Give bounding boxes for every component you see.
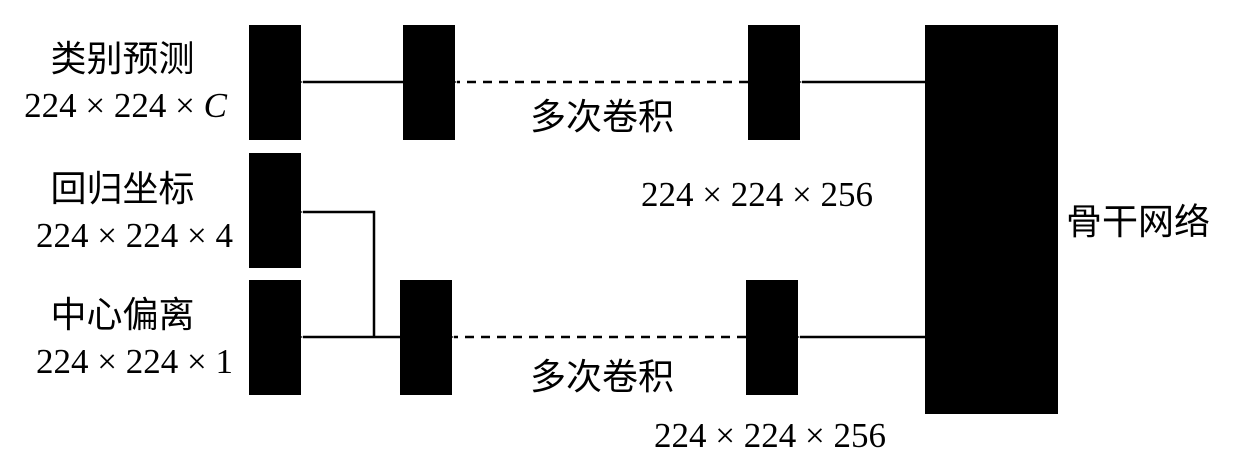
top-branch-conv-block	[403, 25, 455, 140]
regression-output-dims: 224 × 224 × 4	[36, 216, 233, 255]
bottom-branch-feature-block	[746, 280, 798, 395]
top-branch-conv-label: 多次卷积	[530, 97, 675, 138]
center-output-dims: 224 × 224 × 1	[36, 342, 233, 381]
class-output-block	[249, 25, 301, 140]
class-count-symbol: C	[203, 86, 227, 125]
top-branch-feature-dims: 224 × 224 × 256	[641, 175, 873, 214]
bottom-branch-conv-label: 多次卷积	[530, 357, 675, 398]
center-output-title: 中心偏离	[50, 295, 195, 336]
top-branch-feature-block	[748, 25, 800, 140]
class-output-dims-value: 224 × 224 ×	[24, 86, 204, 125]
bottom-branch-conv-block	[400, 280, 452, 395]
regression-output-title: 回归坐标	[50, 169, 195, 210]
bottom-branch-feature-dims: 224 × 224 × 256	[654, 416, 886, 455]
backbone-label: 骨干网络	[1066, 202, 1211, 243]
class-output-title: 类别预测	[50, 39, 195, 80]
center-output-block	[249, 280, 301, 395]
backbone-block	[925, 25, 1058, 414]
class-output-dims: 224 × 224 × C	[0, 88, 227, 123]
regression-output-block	[249, 153, 301, 268]
arrow-bottom-conv-to-regression	[277, 201, 376, 337]
